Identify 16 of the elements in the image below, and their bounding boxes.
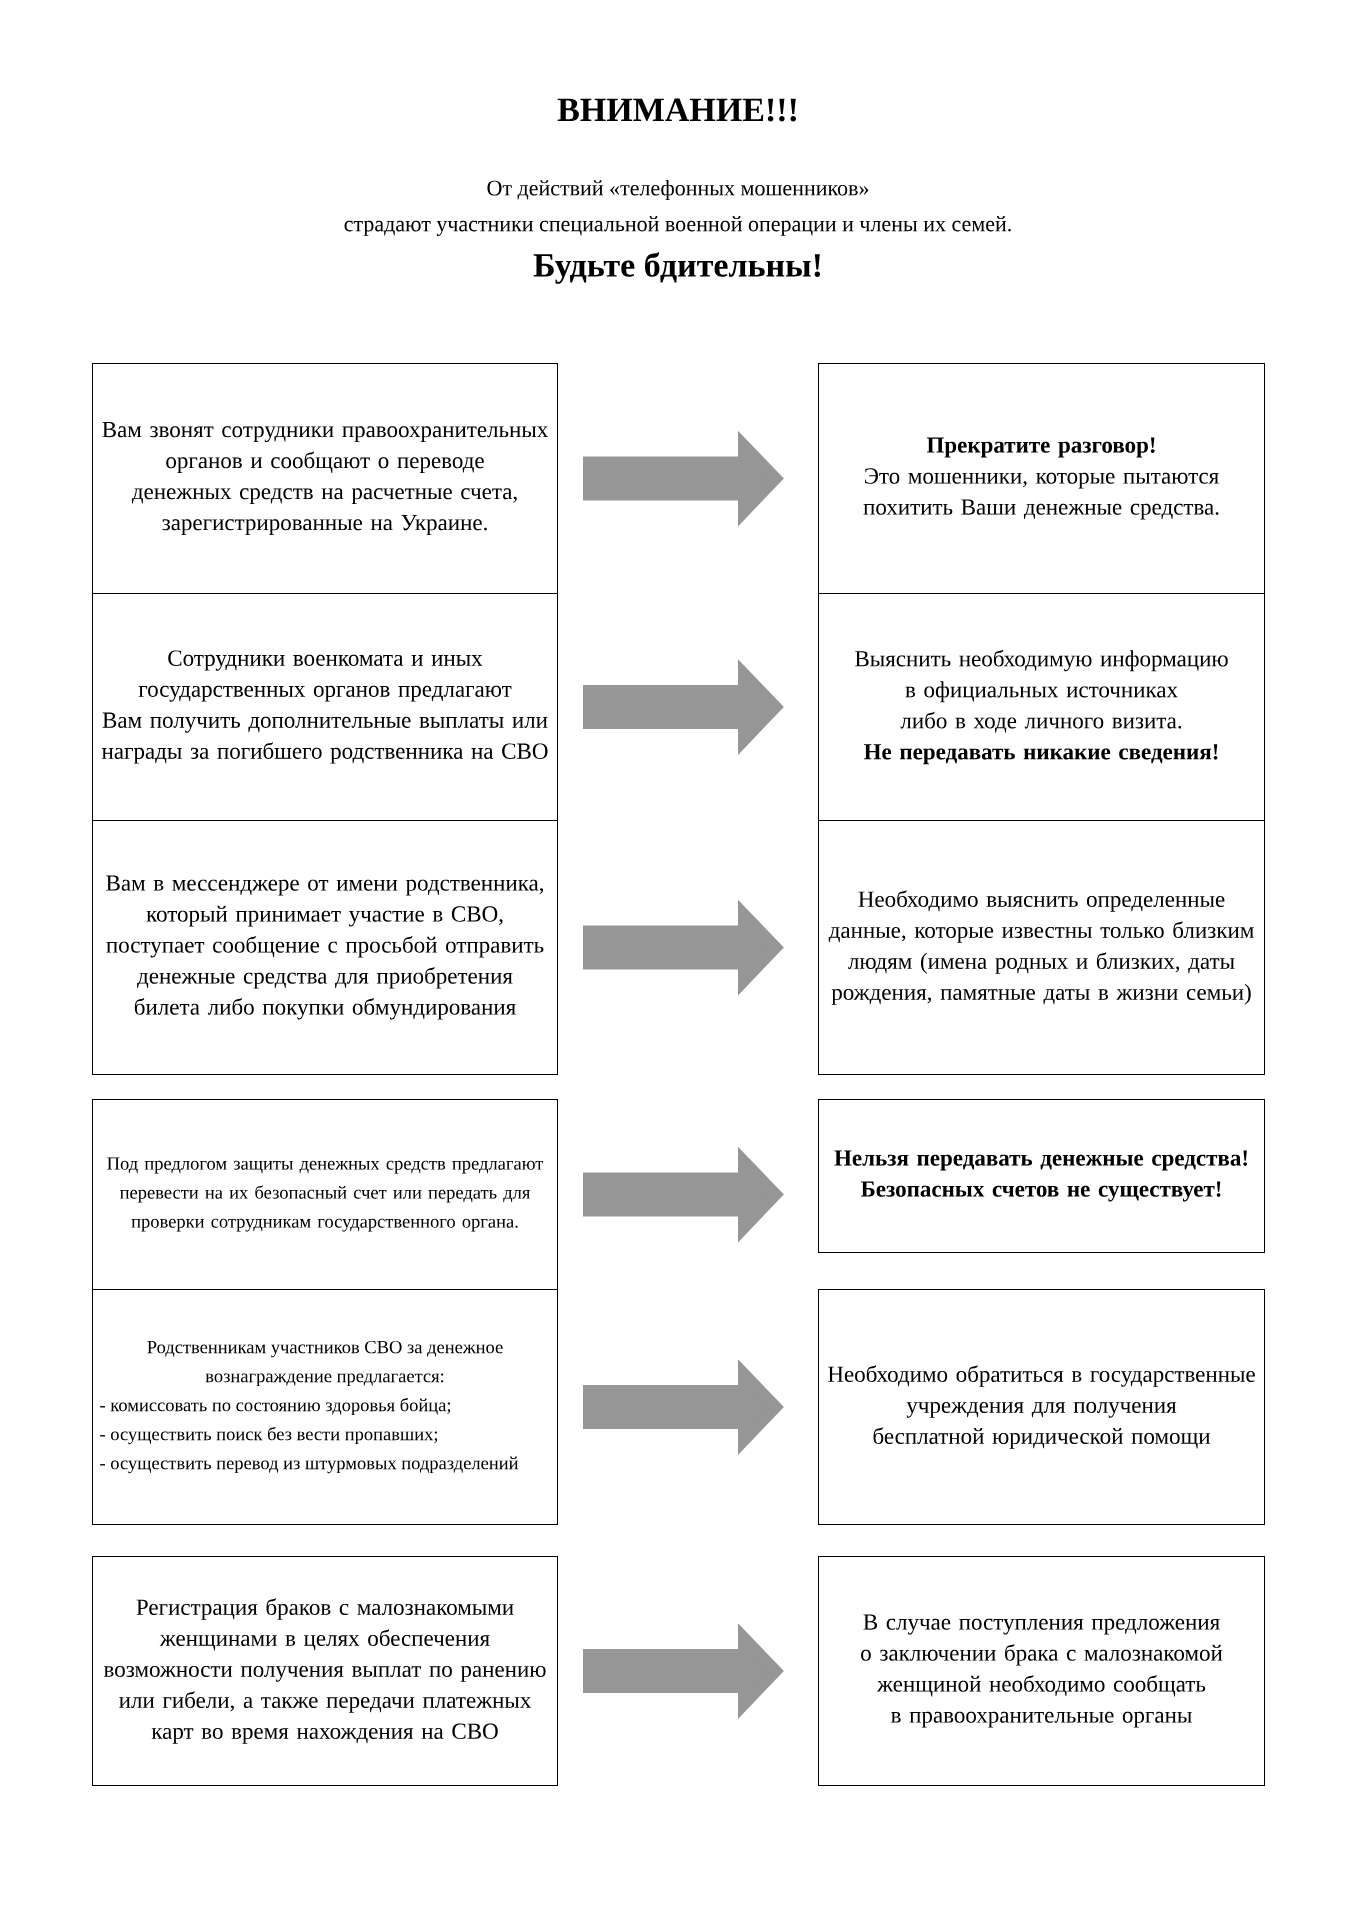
advice-box: Необходимо обратиться в государственные учреждения для получения бесплатной юридической помощи [818,1289,1265,1525]
advice-box: Нельзя передавать денежные средства! Безопасных счетов не существует! [818,1099,1265,1253]
advice-box: Необходимо выяснить определенные данные, которые известны только близким людям (имена родных и близких, даты рождения, памятные даты в жизни семьи) [818,820,1265,1075]
advice-box: В случае поступления предложения о заключении брака с малознакомой женщиной необходимо сообщать в правоохранительные органы [818,1556,1265,1786]
warning-box: Регистрация браков с малознакомыми женщинами в целях обеспечения возможности получения выплат по ранению или гибели, а также передачи платежных карт во время нахождения на СВО [92,1556,558,1786]
intro-text: От действий «телефонных мошенников» [487,180,869,200]
slogan: Будьте бдительны! [533,252,821,284]
warning-box: Под предлогом защиты денежных средств предлагают перевести на их безопасный счет или передать для проверки сотрудникам государственного органа. [92,1099,558,1290]
intro-text: страдают участники специальной военной операции и члены их семей. [344,216,1011,236]
heading: ВНИМАНИЕ!!! [557,98,796,122]
warning-box: Вам звонят сотрудники правоохранительных органов и сообщают о переводе денежных средств на расчетные счета, зарегистрированные на Украине. [92,363,558,594]
advice-box: Выяснить необходимую информацию в официальных источниках либо в ходе личного визита. Не передавать никакие сведения! [818,593,1265,821]
advice-box: Прекратите разговор! Это мошенники, которые пытаются похитить Ваши денежные средства. [818,363,1265,594]
warning-box: Вам в мессенджере от имени родственника, который принимает участие в СВО, поступает сообщение с просьбой отправить денежные средства для приобретения билета либо покупки обмундирования [92,820,558,1075]
warning-box: Родственникам участников СВО за денежное вознаграждение предлагается: - комиссовать по состоянию здоровья бойца; - осуществить поиск без вести пропавших; - осуществить перевод из штурмовых подразделений [92,1289,558,1525]
warning-box: Сотрудники военкомата и иных государственных органов предлагают Вам получить дополнительные выплаты или награды за погибшего родственника на СВО [92,593,558,821]
